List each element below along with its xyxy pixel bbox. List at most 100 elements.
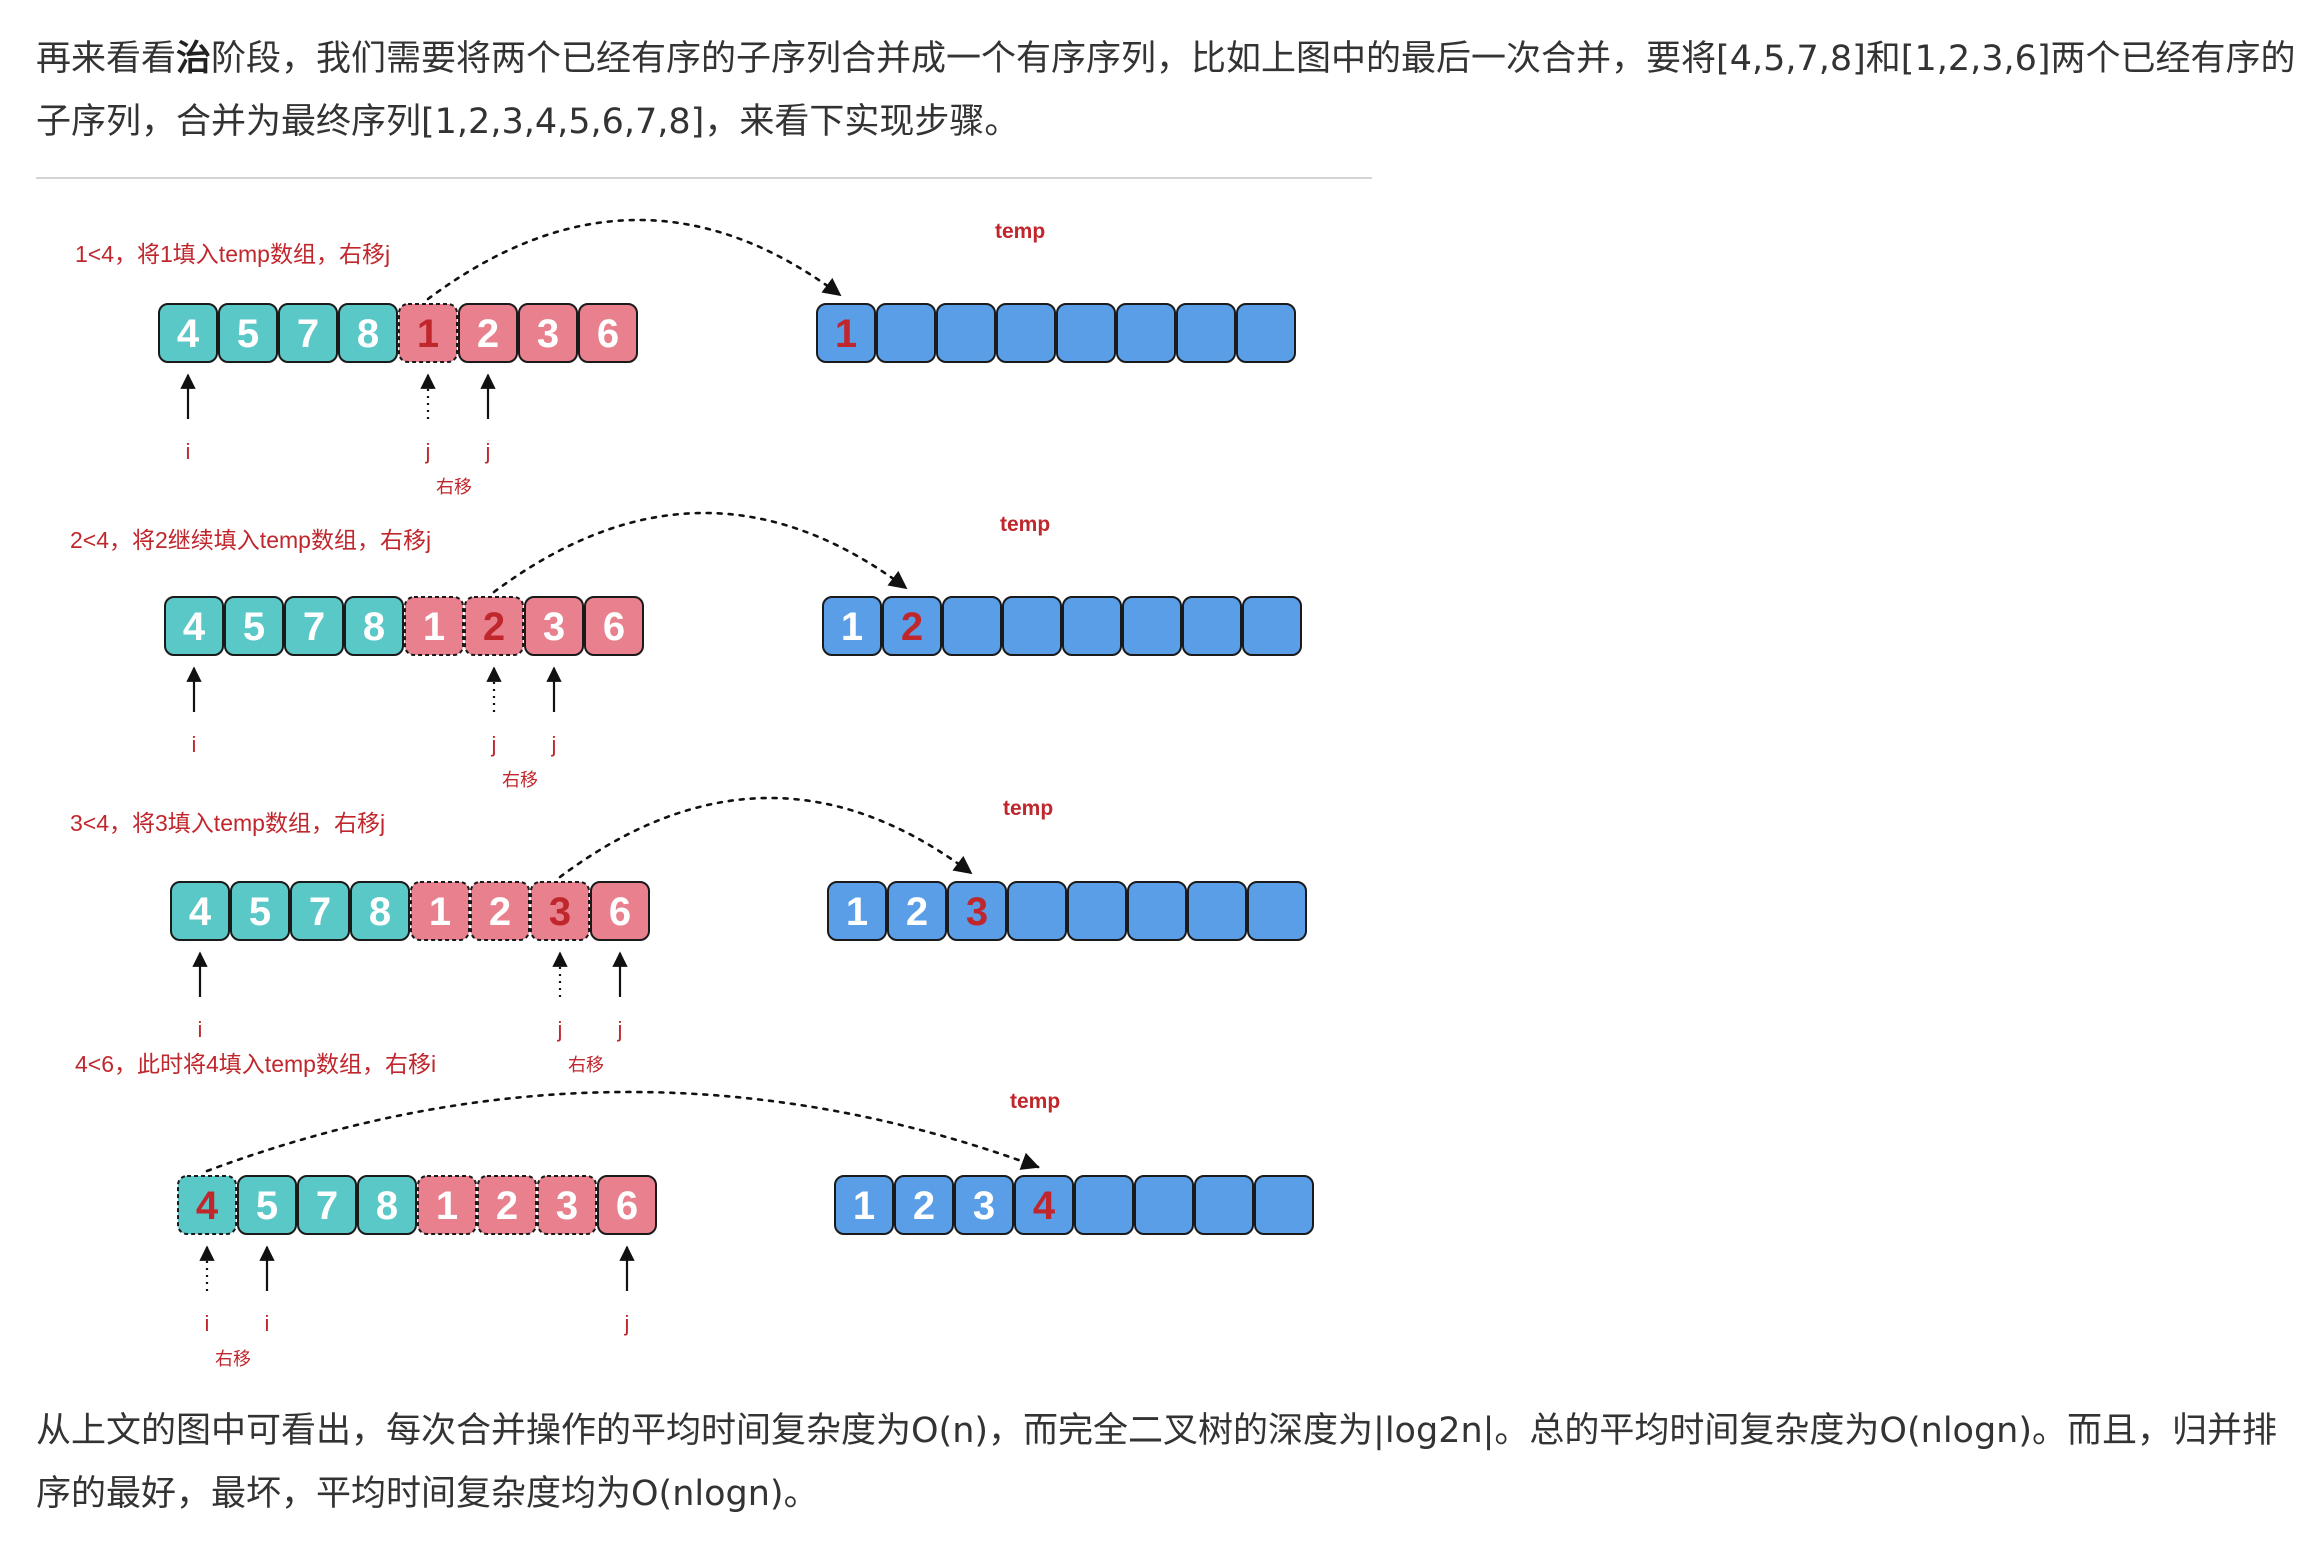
step-caption: 4<6，此时将4填入temp数组，右移i (75, 1051, 436, 1077)
outro-paragraph: 从上文的图中可看出，每次合并操作的平均时间复杂度为O(n)，而完全二叉树的深度为… (36, 1400, 2306, 1526)
temp-cell (1182, 596, 1242, 656)
temp-cell (1122, 596, 1182, 656)
source-cell-value: 1 (436, 1184, 458, 1228)
temp-cell (887, 881, 947, 941)
source-cell (410, 881, 470, 941)
temp-cell (876, 303, 936, 363)
temp-label: temp (1000, 513, 1050, 536)
source-cell (224, 596, 284, 656)
transfer-arrow (558, 796, 973, 879)
temp-cell-value: 1 (841, 605, 863, 649)
source-cell-value: 8 (369, 890, 391, 934)
source-cell (477, 1175, 537, 1235)
intro-bold-word: 治 (176, 39, 212, 79)
temp-cell-value: 2 (913, 1184, 935, 1228)
temp-label: temp (1010, 1090, 1060, 1113)
temp-cell (1194, 1175, 1254, 1235)
temp-cell (1116, 303, 1176, 363)
source-cell (338, 303, 398, 363)
source-cell-value: 7 (297, 312, 319, 356)
temp-label: temp (995, 220, 1045, 243)
intro-text-before: 再来看看 (36, 39, 177, 79)
source-cell-value: 4 (177, 312, 200, 356)
source-cell-value: 7 (309, 890, 331, 934)
pointer-label: j (557, 1017, 563, 1042)
source-cell (344, 596, 404, 656)
source-cell-value: 2 (496, 1184, 518, 1228)
source-cell-value: 6 (609, 890, 631, 934)
temp-cell-value: 3 (973, 1184, 995, 1228)
temp-cell (996, 303, 1056, 363)
pointer-label: i (186, 439, 191, 464)
source-cell (518, 303, 578, 363)
shift-label: 右移 (568, 1055, 604, 1075)
source-cell-value: 2 (477, 312, 499, 356)
temp-cell (1187, 881, 1247, 941)
temp-cell-value: 1 (853, 1184, 875, 1228)
source-cell-value: 4 (189, 890, 212, 934)
shift-label: 右移 (502, 770, 538, 790)
temp-cell (816, 303, 876, 363)
source-cell-value: 8 (376, 1184, 398, 1228)
temp-cell (1134, 1175, 1194, 1235)
source-cell-value: 5 (243, 605, 265, 649)
source-cell-value: 8 (357, 312, 379, 356)
pointer-label: i (265, 1311, 270, 1336)
source-cell-value: 6 (597, 312, 619, 356)
source-cell (590, 881, 650, 941)
shift-label: 右移 (215, 1349, 251, 1369)
temp-cell (1236, 303, 1296, 363)
source-cell (290, 881, 350, 941)
source-cell-value: 6 (603, 605, 625, 649)
outro-text: 从上文的图中可看出，每次合并操作的平均时间复杂度为O(n)，而完全二叉树的深度为… (36, 1411, 2278, 1514)
source-cell (404, 596, 464, 656)
temp-cell (1002, 596, 1062, 656)
source-cell (177, 1175, 237, 1235)
horizontal-divider (36, 177, 1372, 179)
temp-cell (1074, 1175, 1134, 1235)
temp-cell (822, 596, 882, 656)
source-cell-value: 3 (556, 1184, 578, 1228)
source-cell (530, 881, 590, 941)
source-cell (417, 1175, 477, 1235)
temp-cell (827, 881, 887, 941)
source-cell (237, 1175, 297, 1235)
temp-cell (1067, 881, 1127, 941)
step-caption: 1<4，将1填入temp数组，右移j (75, 241, 390, 267)
source-cell-value: 5 (256, 1184, 278, 1228)
source-cell-value: 4 (183, 605, 206, 649)
temp-cell (882, 596, 942, 656)
step-caption: 3<4，将3填入temp数组，右移j (70, 810, 385, 836)
temp-cell-value: 2 (906, 890, 928, 934)
temp-cell (894, 1175, 954, 1235)
source-cell (278, 303, 338, 363)
source-cell (524, 596, 584, 656)
intro-paragraph: 再来看看治阶段，我们需要将两个已经有序的子序列合并成一个有序序列，比如上图中的最… (36, 28, 2306, 154)
temp-cell (1062, 596, 1122, 656)
transfer-arrow (426, 218, 842, 301)
source-cell-value: 3 (549, 890, 571, 934)
temp-cell (1254, 1175, 1314, 1235)
temp-cell (1127, 881, 1187, 941)
source-cell-value: 2 (483, 605, 505, 649)
source-cell (470, 881, 530, 941)
source-cell-value: 1 (423, 605, 445, 649)
temp-cell-value: 1 (846, 890, 868, 934)
temp-cell (1242, 596, 1302, 656)
source-cell (230, 881, 290, 941)
temp-cell (942, 596, 1002, 656)
temp-cell (936, 303, 996, 363)
temp-cell (954, 1175, 1014, 1235)
source-cell (218, 303, 278, 363)
temp-label: temp (1003, 797, 1053, 820)
pointer-label: j (485, 439, 491, 464)
temp-cell-value: 3 (966, 890, 988, 934)
source-cell (597, 1175, 657, 1235)
temp-cell (1056, 303, 1116, 363)
temp-cell (1007, 881, 1067, 941)
temp-cell-value: 4 (1033, 1184, 1056, 1228)
source-cell (297, 1175, 357, 1235)
source-cell-value: 1 (417, 312, 439, 356)
source-cell (164, 596, 224, 656)
